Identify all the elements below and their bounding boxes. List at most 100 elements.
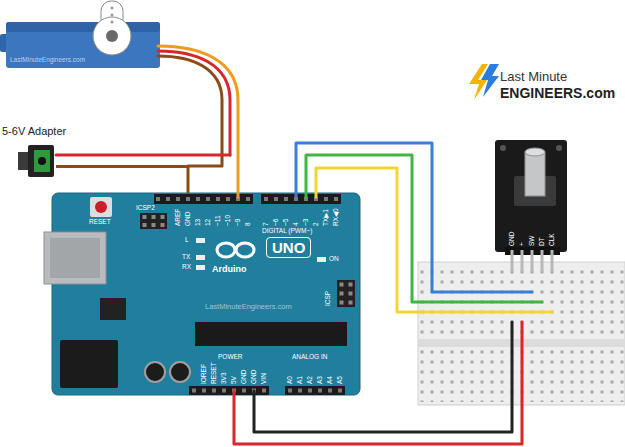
rotary-encoder	[541, 250, 544, 272]
pin-label: ICSP	[325, 291, 332, 306]
pin-label: ~11	[215, 215, 222, 226]
arduino-uno-board	[195, 322, 347, 346]
rotary-encoder	[551, 250, 554, 272]
rotary-encoder	[525, 152, 545, 196]
arduino-uno-board	[317, 257, 326, 262]
pin-label: AREF	[175, 209, 182, 226]
arduino-uno-board	[60, 340, 118, 388]
pin-label: 2	[313, 222, 320, 226]
brand-logo: Last Minute	[500, 70, 567, 83]
arduino-uno-board	[196, 238, 205, 243]
arduino-uno-board	[261, 194, 341, 204]
logo-icon	[481, 64, 499, 97]
pin-label: VIN	[261, 373, 268, 384]
pin-label: ~10	[225, 215, 232, 226]
arduino-uno-board	[337, 280, 355, 307]
arduino-uno-board	[52, 193, 360, 395]
servo-motor	[93, 17, 131, 55]
arduino-uno-board	[189, 386, 269, 395]
rotary-encoder	[495, 140, 567, 272]
brand-logo: ENGINEERS.com	[500, 86, 615, 100]
servo-motor	[106, 30, 118, 42]
rotary-encoder	[511, 250, 514, 272]
pin-label: 5V	[231, 376, 238, 384]
jumper-wires	[56, 154, 230, 157]
pin-label: ~6	[273, 219, 280, 226]
arduino-uno-board	[261, 194, 341, 204]
watermark: LastMinuteEngineers.com	[10, 57, 85, 64]
servo-motor	[6, 22, 160, 32]
pin-label: RESET	[211, 362, 218, 384]
jumper-wires	[56, 46, 552, 444]
arduino-uno-board	[196, 255, 205, 260]
pin-label: A2	[307, 376, 314, 384]
arduino-uno-board	[50, 238, 100, 278]
watermark: LastMinuteEngineers.com	[205, 303, 292, 311]
servo-motor	[111, 7, 114, 10]
power-jack	[18, 145, 54, 177]
arduino-uno-board	[44, 193, 360, 395]
rotary-encoder	[521, 250, 524, 272]
jumper-wires	[158, 46, 238, 197]
pin-label: 8	[245, 222, 252, 226]
pin-label: 12	[205, 219, 212, 226]
servo-motor	[111, 21, 114, 24]
pin-label: TX	[182, 254, 190, 261]
pin-label: TX▶1	[323, 209, 330, 226]
pin-label: GND	[241, 370, 248, 384]
arduino-uno-board	[90, 197, 112, 217]
pin-label: L	[185, 237, 189, 244]
servo-motor	[0, 1, 160, 68]
pin-label: A0	[287, 376, 294, 384]
rotary-encoder	[495, 140, 567, 252]
power-wire	[56, 166, 188, 193]
rotary-encoder	[556, 145, 562, 151]
arduino-uno-board	[140, 213, 167, 229]
arduino-uno-board	[100, 298, 126, 320]
arduino-uno-board	[337, 280, 355, 307]
arduino-uno-board	[196, 265, 205, 270]
servo-motor	[6, 22, 160, 68]
pin-label: ANALOG IN	[292, 354, 327, 361]
pin-label: IOREF	[201, 364, 208, 384]
pin-label: GND	[185, 212, 192, 226]
rotary-encoder-module: GND+SWDTCLK	[495, 140, 567, 252]
jumper-wires	[254, 322, 512, 432]
pin-label: A5	[337, 376, 344, 384]
node-label: GND	[509, 232, 516, 246]
pin-label: ~9	[235, 219, 242, 226]
pin-label: ON	[329, 256, 339, 263]
power-jack	[28, 145, 54, 177]
jumper-wires	[158, 51, 230, 155]
arduino-uno-board	[145, 362, 165, 382]
node-label: SW	[529, 236, 536, 246]
pin-label: 7	[263, 222, 270, 226]
jumper-wires	[158, 56, 222, 166]
pin-label: 4	[293, 222, 300, 226]
arduino-uno-board	[140, 213, 167, 229]
arduino-uno-board	[170, 362, 190, 382]
power-jack	[34, 150, 50, 172]
arduino-uno-board	[285, 386, 345, 395]
pin-label: RX	[182, 264, 191, 271]
arduino-uno-board	[285, 386, 345, 395]
rotary-encoder	[531, 250, 534, 272]
arduino-uno-board	[44, 232, 106, 284]
pin-label: RX◀0	[333, 208, 340, 226]
pin-label: A4	[327, 376, 334, 384]
power-jack	[18, 152, 28, 170]
pin-label: RESET	[89, 219, 111, 226]
arduino-uno-board	[236, 243, 254, 257]
pin-label: 13	[195, 219, 202, 226]
rotary-encoder	[525, 148, 545, 156]
logo-icon	[469, 64, 499, 100]
jumper-wires	[234, 322, 522, 444]
node-label: CLK	[549, 233, 556, 246]
pin-label: POWER	[218, 354, 243, 361]
node-label: UNO	[266, 237, 311, 258]
pin-label: 3V3	[221, 372, 228, 384]
node-label: +	[519, 242, 526, 246]
pin-label: A3	[317, 376, 324, 384]
